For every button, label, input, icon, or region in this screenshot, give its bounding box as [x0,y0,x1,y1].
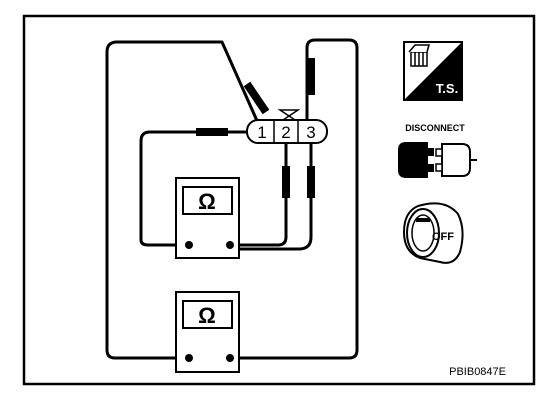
ohm-symbol: Ω [198,303,216,328]
connector-pin-3-label: 3 [306,123,315,142]
wire-pin2-down [228,138,288,247]
ohm-symbol: Ω [198,189,216,214]
wire-pin3-down [228,138,313,251]
disconnect-label: DISCONNECT [405,123,465,133]
ohmmeter-lower-terminal-right [226,354,234,362]
outer-frame [22,14,536,386]
harness-connector: 1 2 3 [246,109,328,144]
ohmmeter-upper-terminal-left [185,241,193,249]
ts-tool-icon: T.S. [403,41,463,101]
ohmmeter-upper-display [182,186,233,215]
probe-sleeve-diagonal [243,81,270,115]
probe-sleeves [196,58,315,198]
connector-pin-2-label: 2 [281,123,290,142]
ignition-key-off-icon: OFF [402,202,464,264]
ohmmeter-lower-terminal-left [185,354,193,362]
wire-pin3-up [228,38,359,360]
connector-lock-tab [277,109,301,117]
ignition-off-label: OFF [432,231,454,243]
ts-label: T.S. [436,81,458,96]
wires [105,38,359,360]
connector-pin-1-label: 1 [257,123,266,142]
ohmmeter-lower: Ω [175,291,240,373]
figure-code: PBIB0847E [449,366,506,378]
connector-body [246,119,328,144]
wire-pin1-top [105,40,264,360]
wire-pin1-left [139,130,260,247]
ohmmeter-upper: Ω [175,177,240,259]
ohmmeter-upper-terminal-right [226,241,234,249]
disconnect-connector-icon: DISCONNECT [398,123,477,178]
ohmmeter-lower-display [182,300,233,329]
